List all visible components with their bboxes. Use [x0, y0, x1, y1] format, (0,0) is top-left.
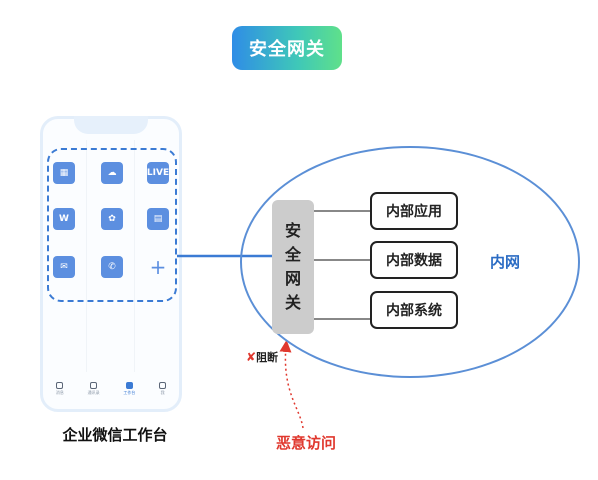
- phone-caption: 企业微信工作台: [62, 426, 168, 444]
- contacts-icon: [90, 382, 98, 389]
- tab-contacts[interactable]: 通讯录: [88, 382, 100, 406]
- tab-workbench[interactable]: 工作台: [123, 382, 135, 406]
- chat-icon: [56, 382, 64, 389]
- tab-messages[interactable]: 消息: [56, 382, 64, 406]
- internal-system-box: 内部系统: [370, 291, 458, 329]
- live-icon[interactable]: LIVE: [147, 162, 169, 184]
- title-badge: 安全网关: [232, 26, 342, 70]
- phone-icon[interactable]: ✆: [101, 256, 123, 278]
- settings-icon[interactable]: ✿: [101, 208, 123, 230]
- person-icon: [159, 382, 167, 389]
- printer-icon[interactable]: ▤: [147, 208, 169, 230]
- intranet-label: 内网: [490, 253, 521, 271]
- workbench-highlight: [47, 148, 177, 302]
- block-label: ✘阻断: [246, 350, 279, 364]
- add-icon[interactable]: +: [149, 255, 167, 279]
- grid-divider: [134, 140, 135, 372]
- grid-divider: [86, 140, 87, 372]
- calendar-icon[interactable]: ▦: [53, 162, 75, 184]
- phone-tabbar: 消息 通讯录 工作台 我: [44, 382, 178, 406]
- phone-notch: [74, 116, 148, 134]
- grid-icon: [125, 382, 133, 389]
- intranet-ellipse: [240, 146, 580, 378]
- internal-app-box: 内部应用: [370, 192, 458, 230]
- security-gateway-box: 安 全 网 关: [272, 200, 314, 334]
- cross-icon: ✘: [246, 350, 257, 364]
- word-icon[interactable]: W: [53, 208, 75, 230]
- mail-icon[interactable]: ✉: [53, 256, 75, 278]
- malicious-access-arrow: [279, 340, 304, 429]
- internal-data-box: 内部数据: [370, 241, 458, 279]
- tab-me[interactable]: 我: [159, 382, 167, 406]
- malicious-access-label: 恶意访问: [276, 434, 337, 452]
- cloud-icon[interactable]: ☁: [101, 162, 123, 184]
